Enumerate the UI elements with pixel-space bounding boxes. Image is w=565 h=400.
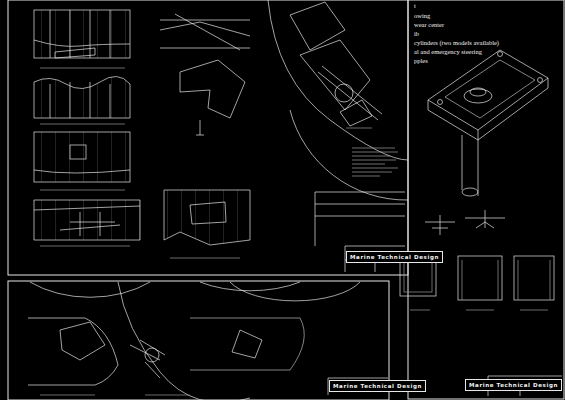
spec-line: wear center <box>414 22 444 29</box>
drawing-stroke <box>118 282 250 400</box>
title-block: Marine Technical Design <box>346 251 443 263</box>
drawing-stroke <box>462 135 478 196</box>
drawing-stroke <box>40 124 125 125</box>
drawing-stroke <box>34 10 130 58</box>
drawing-stroke <box>190 318 304 370</box>
spec-line: t <box>414 3 416 10</box>
drawing-stroke <box>268 0 408 160</box>
drawing-stroke <box>346 128 372 129</box>
drawing-stroke <box>8 0 408 275</box>
drawing-stroke <box>438 100 443 105</box>
drawing-stroke <box>465 210 505 228</box>
drawing-stroke <box>428 50 548 130</box>
drawing-stroke <box>40 395 190 396</box>
drawing-stroke <box>445 60 535 118</box>
drawing-stroke <box>40 68 125 69</box>
drawing-stroke <box>40 246 130 247</box>
drawing-stroke <box>328 376 562 396</box>
drawing-stroke <box>290 2 345 50</box>
drawing-stroke <box>428 78 548 140</box>
drawing-stroke <box>196 120 204 135</box>
drawing-stroke <box>55 48 95 58</box>
drawing-stroke <box>34 10 130 58</box>
drawing-stroke <box>470 88 486 96</box>
drawing-stroke <box>70 145 86 159</box>
drawing-stroke <box>458 256 502 300</box>
drawing-stroke <box>40 190 125 191</box>
drawing-stroke <box>170 258 240 259</box>
drawing-stroke <box>462 260 550 300</box>
drawing-stroke <box>498 52 503 57</box>
drawing-stroke <box>318 66 382 126</box>
drawing-stroke <box>34 206 140 236</box>
spec-line: ib <box>414 31 419 38</box>
drawing-stroke <box>352 148 398 176</box>
drawing-stroke <box>160 14 250 50</box>
drawing-stroke <box>34 76 130 118</box>
title-block: Marine Technical Design <box>329 380 426 392</box>
drawing-stroke <box>34 132 130 182</box>
drawing-stroke <box>514 256 554 300</box>
drawing-stroke <box>335 84 353 102</box>
title-text: Marine Technical Design <box>350 254 439 260</box>
title-text: Marine Technical Design <box>333 383 422 389</box>
title-text: Marine Technical Design <box>469 382 558 388</box>
drawing-stroke <box>28 318 118 385</box>
drawing-stroke <box>352 148 398 176</box>
drawing-stroke <box>145 348 159 362</box>
drawing-stroke <box>462 188 478 196</box>
spec-line: owing <box>414 13 430 20</box>
drawing-stroke <box>408 0 564 399</box>
drawing-stroke <box>410 310 548 311</box>
drawing-stroke <box>34 170 130 173</box>
spec-line: pples <box>414 58 428 65</box>
drawing-stroke <box>34 200 140 240</box>
spec-line: cylinders (two models available) <box>414 40 499 47</box>
drawing-stroke <box>404 262 432 292</box>
drawing-stroke <box>180 60 245 118</box>
drawing-stroke <box>190 202 226 224</box>
drawing-stroke <box>538 78 543 83</box>
drawing-stroke <box>30 282 360 301</box>
title-block: Marine Technical Design <box>465 379 562 391</box>
drawing-stroke <box>130 340 165 378</box>
drawing-stroke <box>60 322 105 360</box>
drawing-stroke <box>464 89 492 103</box>
drawing-stroke <box>8 0 564 400</box>
drawing-stroke <box>425 215 455 235</box>
drawing-stroke <box>164 190 250 245</box>
drawing-stroke <box>232 330 262 358</box>
spec-line: al and emergency steering <box>414 49 482 56</box>
drawing-stroke <box>290 110 408 200</box>
drawing-stroke <box>400 258 436 296</box>
drawing-stroke <box>50 82 110 118</box>
drawing-stroke <box>300 40 370 110</box>
